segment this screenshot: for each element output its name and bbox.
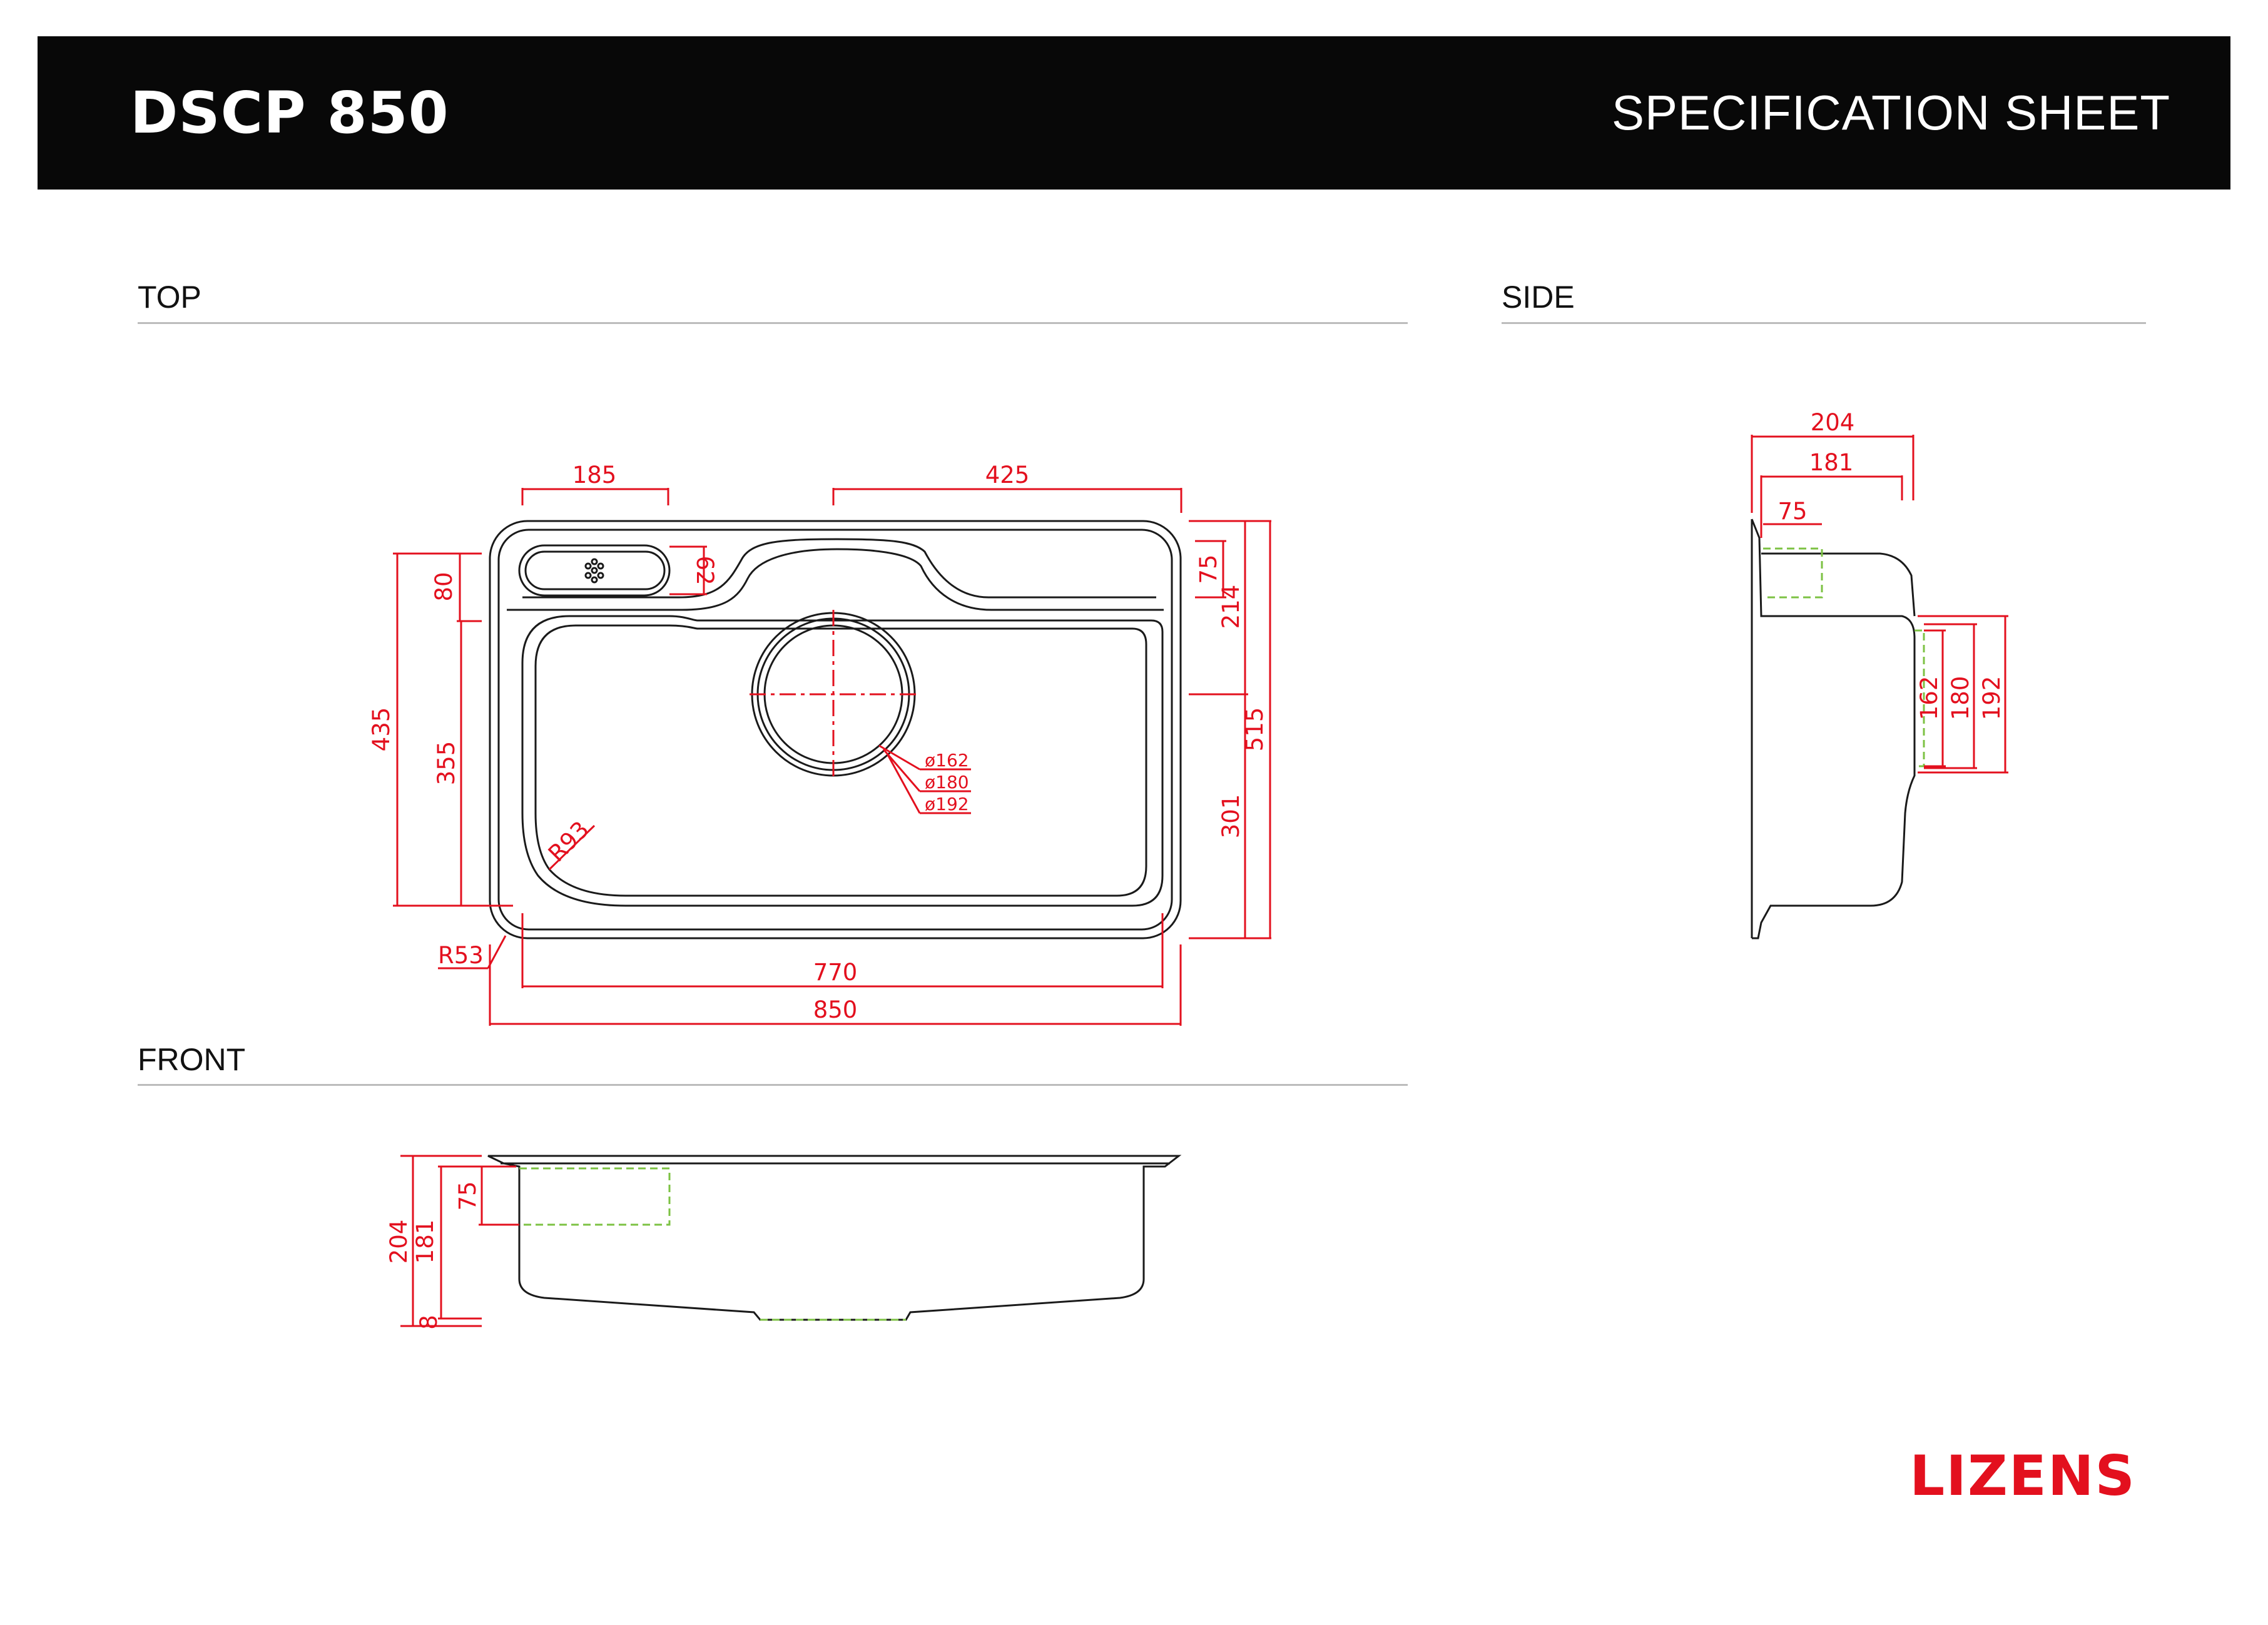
dim-214: 214 [1218,585,1244,629]
dim-301: 301 [1218,794,1244,839]
basin-inner [534,624,1147,897]
dim-d192: ø192 [925,794,969,814]
dim-side-192: 192 [1978,676,2005,721]
section-title-top: TOP [138,280,201,315]
front-profile [487,1155,1182,1321]
side-hidden-soapdish [1763,547,1823,599]
dim-d180: ø180 [925,772,969,792]
front-hidden-soapdish [519,1167,671,1226]
soap-dish-outer [518,544,671,597]
document-type: SPECIFICATION SHEET [1612,85,2170,140]
sink-inner-rim [497,529,1173,931]
section-rule-front [138,1084,1408,1086]
top-view: 185 425 435 80 355 62 75 214 301 515 [368,462,1271,1026]
dim-185: 185 [572,462,617,489]
dim-side-204: 204 [1811,409,1855,436]
dim-355: 355 [433,741,460,786]
dim-r93: R93 [543,816,594,867]
side-view: 204 181 75 162 180 192 [1751,409,2008,939]
deck-edge-outer [522,538,1156,599]
dim-80: 80 [430,572,457,601]
dim-side-181: 181 [1809,449,1854,476]
leader-r53 [487,935,507,969]
soap-dish-inner [524,550,666,590]
model-name: DSCP 850 [130,79,449,146]
dim-side-162: 162 [1916,676,1943,721]
side-profile [1751,519,1916,939]
title-banner: DSCP 850 SPECIFICATION SHEET [38,36,2230,190]
side-deck-line [1761,552,1916,617]
section-rule-side [1502,322,2146,324]
dim-d162: ø162 [925,750,969,771]
front-view: 204 181 75 8 [385,1155,1182,1330]
accessory-hole-icon [584,558,604,584]
section-title-front: FRONT [138,1042,246,1077]
dim-front-181: 181 [412,1220,439,1264]
dim-62: 62 [691,555,718,585]
deck-edge-inner [507,548,1164,611]
leader-r93 [548,824,596,871]
dim-side-75: 75 [1777,498,1807,525]
dim-front-75: 75 [454,1181,481,1210]
dim-435: 435 [368,707,395,752]
sink-outer-rim [489,520,1182,939]
dim-75: 75 [1195,554,1222,584]
logo-text: LIZENS [1913,1444,2132,1508]
dim-r53: R53 [438,942,484,969]
side-hidden-drain [1915,629,1925,767]
dim-515: 515 [1241,707,1268,752]
section-rule-top [138,322,1408,324]
basin-outer [521,615,1164,907]
leader-d162 [878,744,920,771]
dim-front-8: 8 [415,1315,442,1330]
section-title-side: SIDE [1502,280,1575,315]
dim-front-204: 204 [385,1220,412,1264]
leader-d192 [886,753,921,814]
dim-425: 425 [985,462,1030,489]
dim-side-180: 180 [1947,676,1974,721]
dim-770: 770 [813,959,858,986]
dim-850: 850 [813,996,858,1023]
lizens-logo: LIZENS [1913,1444,2132,1508]
